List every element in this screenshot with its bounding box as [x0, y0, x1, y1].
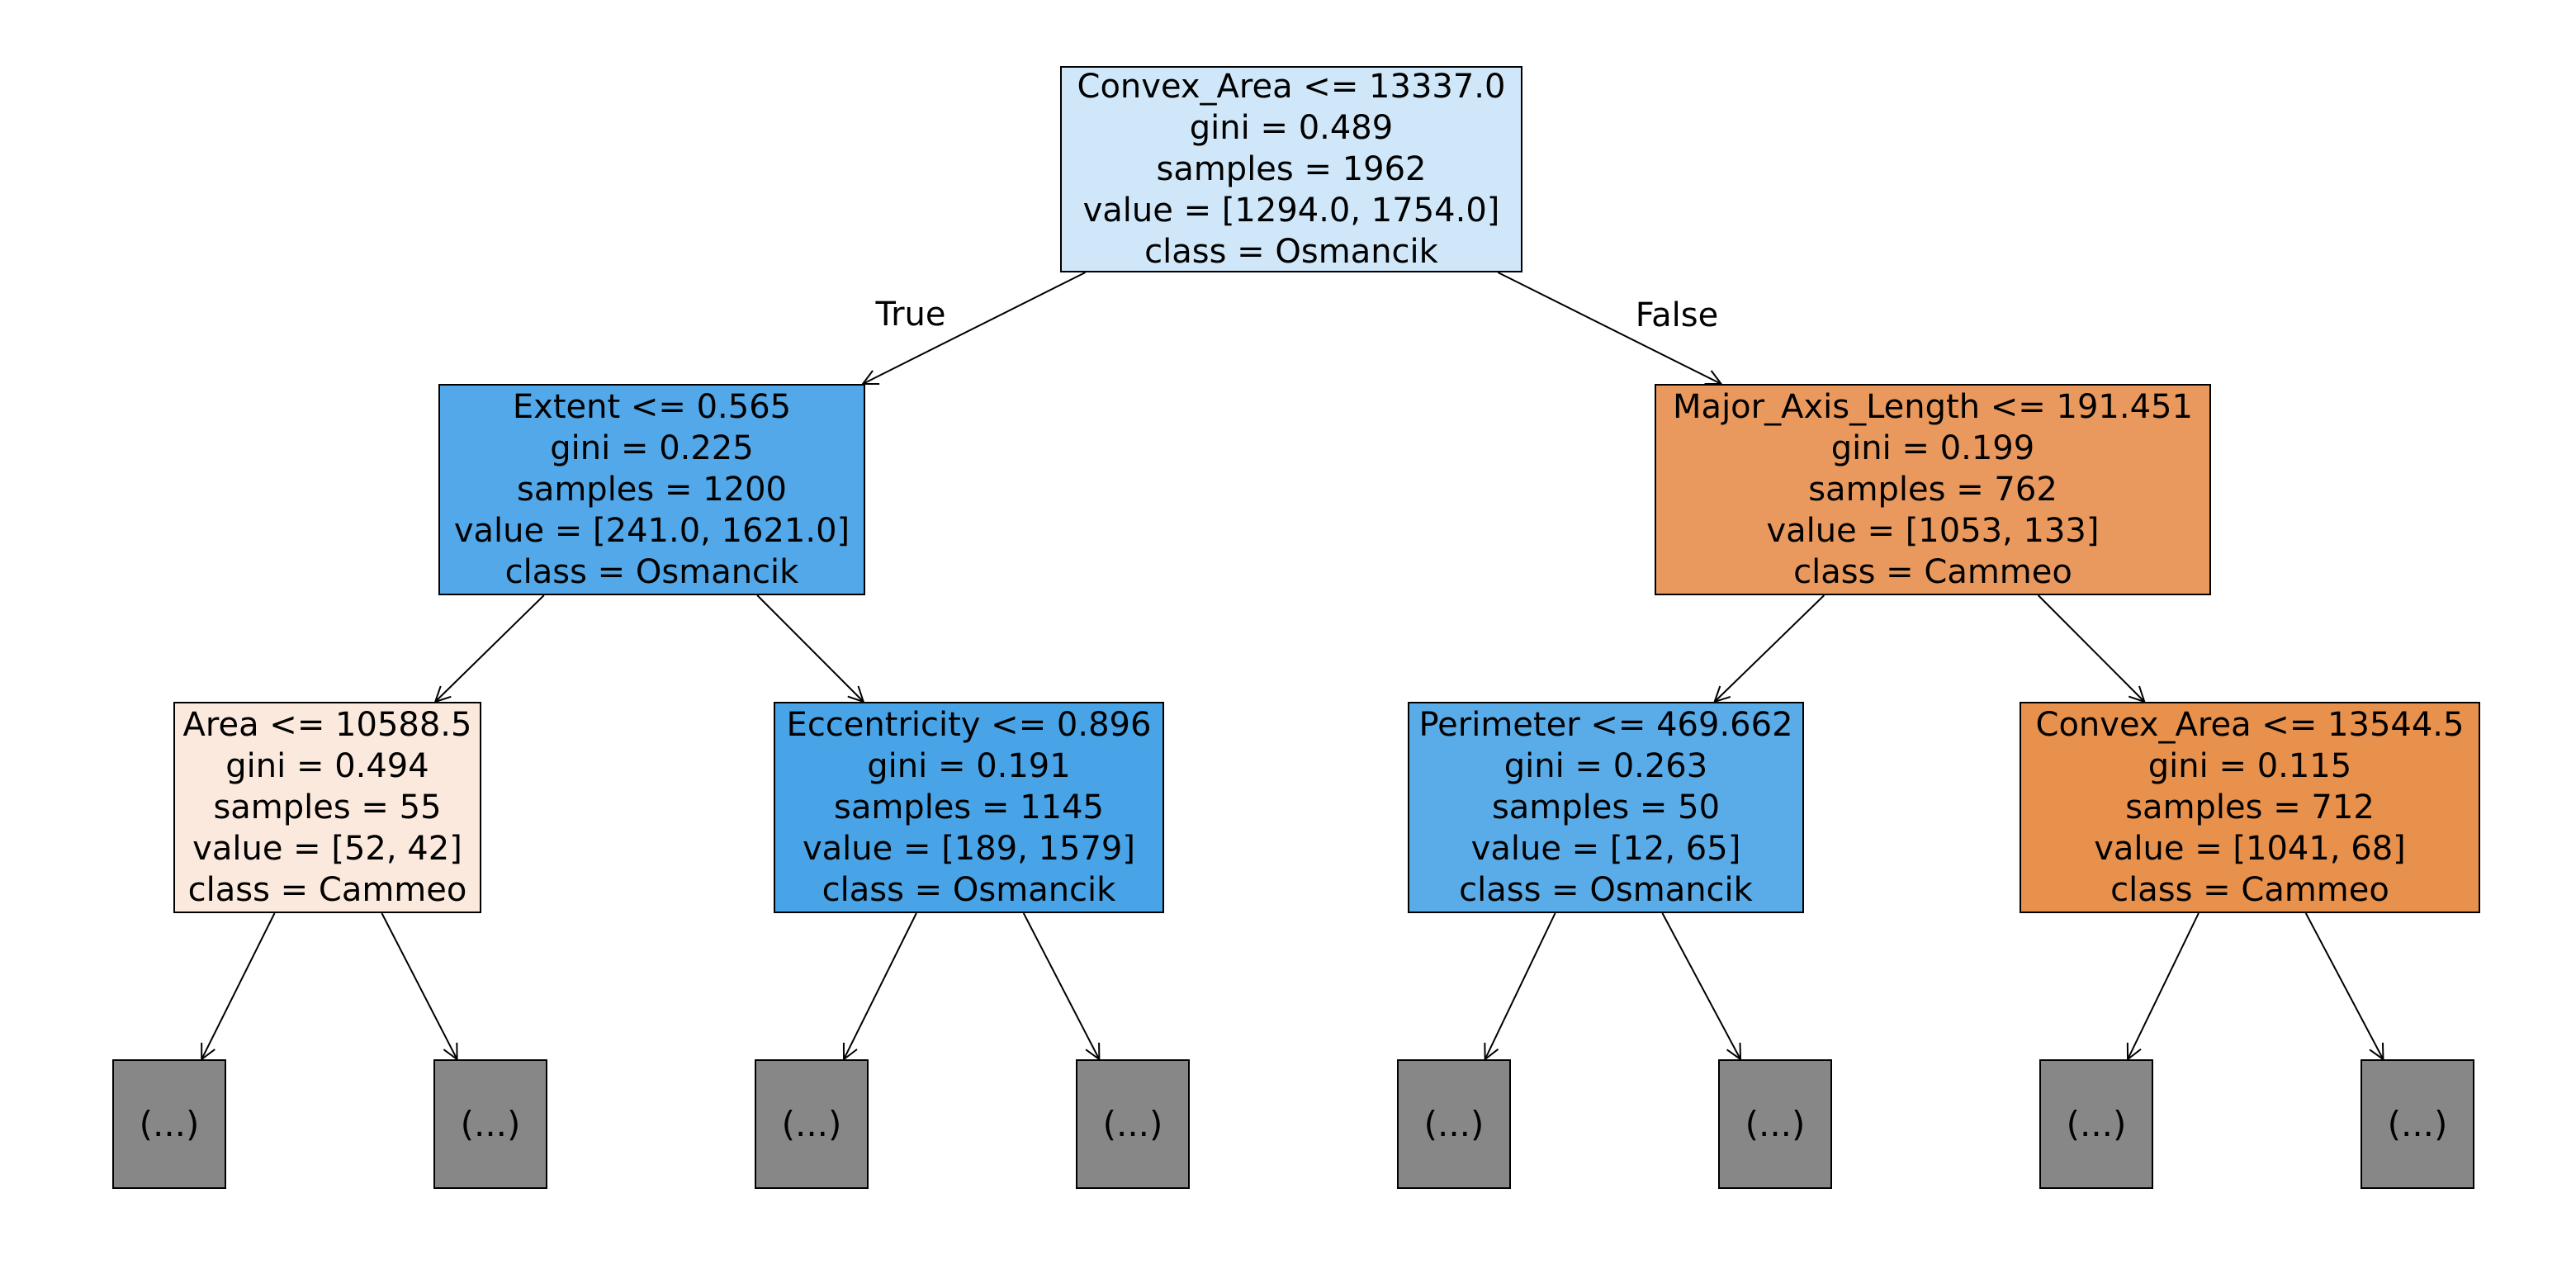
edge-label-true: True: [875, 296, 946, 334]
tree-node-eccentricity: Eccentricity <= 0.896 gini = 0.191 sampl…: [774, 702, 1164, 913]
tree-edge-extent-to-area: [435, 594, 545, 702]
tree-edge-root-to-extent: [863, 272, 1086, 384]
tree-edge-area-to-l1: [201, 912, 276, 1059]
node-value: value = [189, 1579]: [803, 830, 1135, 868]
node-gini: gini = 0.263: [1503, 747, 1708, 785]
tree-edge-major-to-perimeter: [1715, 594, 1825, 702]
node-value: value = [1053, 133]: [1766, 512, 2100, 550]
tree-leaf-truncated-1: (...): [112, 1059, 226, 1189]
node-value: value = [52, 42]: [192, 830, 462, 868]
node-gini: gini = 0.225: [550, 429, 754, 467]
node-class: class = Cammeo: [2110, 871, 2389, 909]
tree-edge-convex2-to-l8: [2304, 912, 2384, 1059]
tree-leaf-truncated-7: (...): [2039, 1059, 2153, 1189]
tree-leaf-truncated-4: (...): [1076, 1059, 1190, 1189]
edge-label-false: False: [1635, 296, 1719, 334]
node-samples: samples = 712: [2125, 788, 2375, 826]
node-samples: samples = 1145: [833, 788, 1104, 826]
tree-edge-perimeter-to-l5: [1485, 912, 1556, 1059]
node-samples: samples = 1962: [1156, 150, 1427, 188]
tree-node-area: Area <= 10588.5 gini = 0.494 samples = 5…: [173, 702, 481, 913]
node-split-condition: Eccentricity <= 0.896: [786, 706, 1152, 744]
tree-node-convex-area-2: Convex_Area <= 13544.5 gini = 0.115 samp…: [2020, 702, 2480, 913]
node-gini: gini = 0.115: [2147, 747, 2352, 785]
node-value: value = [1294.0, 1754.0]: [1082, 192, 1500, 230]
node-class: class = Osmancik: [504, 553, 799, 591]
tree-edge-eccentricity-to-l4: [1022, 912, 1100, 1059]
node-value: value = [241.0, 1621.0]: [453, 512, 850, 550]
node-gini: gini = 0.494: [225, 747, 429, 785]
tree-leaf-truncated-3: (...): [755, 1059, 869, 1189]
tree-edge-perimeter-to-l6: [1661, 912, 1740, 1059]
tree-edge-extent-to-eccentricity: [756, 594, 864, 702]
node-samples: samples = 1200: [516, 471, 787, 509]
tree-node-major-axis-length: Major_Axis_Length <= 191.451 gini = 0.19…: [1655, 384, 2211, 595]
tree-node-perimeter: Perimeter <= 469.662 gini = 0.263 sample…: [1408, 702, 1804, 913]
tree-edge-area-to-l2: [381, 912, 457, 1059]
node-value: value = [12, 65]: [1470, 830, 1741, 868]
node-split-condition: Major_Axis_Length <= 191.451: [1673, 388, 2193, 426]
tree-leaf-truncated-8: (...): [2361, 1059, 2474, 1189]
tree-edge-major-to-convex2: [2037, 594, 2145, 702]
node-gini: gini = 0.489: [1189, 109, 1394, 147]
node-class: class = Osmancik: [1459, 871, 1753, 909]
tree-node-extent: Extent <= 0.565 gini = 0.225 samples = 1…: [438, 384, 865, 595]
tree-leaf-truncated-2: (...): [433, 1059, 547, 1189]
node-split-condition: Perimeter <= 469.662: [1418, 706, 1793, 744]
tree-leaf-truncated-6: (...): [1718, 1059, 1832, 1189]
node-samples: samples = 50: [1491, 788, 1721, 826]
node-samples: samples = 762: [1808, 471, 2057, 509]
node-class: class = Osmancik: [822, 871, 1116, 909]
node-class: class = Osmancik: [1144, 233, 1438, 271]
tree-node-root-convex-area: Convex_Area <= 13337.0 gini = 0.489 samp…: [1060, 66, 1522, 272]
node-value: value = [1041, 68]: [2094, 830, 2406, 868]
node-split-condition: Extent <= 0.565: [512, 388, 792, 426]
tree-edge-root-to-major: [1497, 272, 1721, 384]
node-samples: samples = 55: [213, 788, 442, 826]
node-split-condition: Area <= 10588.5: [182, 706, 472, 744]
tree-leaf-truncated-5: (...): [1397, 1059, 1511, 1189]
tree-edge-convex2-to-l7: [2128, 912, 2200, 1059]
node-gini: gini = 0.191: [867, 747, 1071, 785]
node-class: class = Cammeo: [1793, 553, 2072, 591]
node-split-condition: Convex_Area <= 13544.5: [2035, 706, 2465, 744]
node-split-condition: Convex_Area <= 13337.0: [1077, 68, 1506, 106]
tree-edge-eccentricity-to-l3: [844, 912, 917, 1059]
node-class: class = Cammeo: [187, 871, 467, 909]
node-gini: gini = 0.199: [1830, 429, 2035, 467]
